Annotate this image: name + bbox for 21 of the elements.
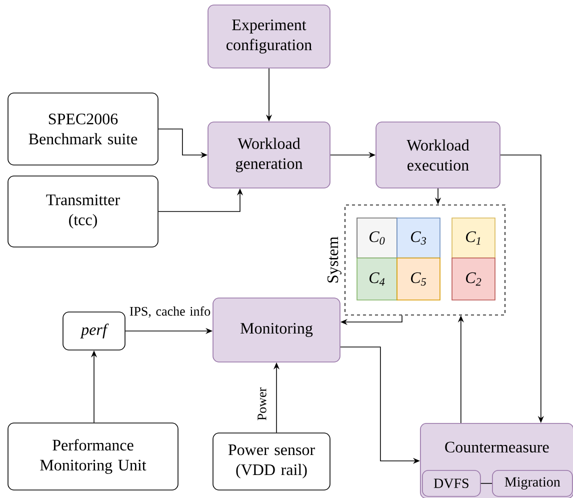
process-box: Workload generation: [208, 122, 330, 188]
edge-label: Power: [258, 388, 266, 420]
core-box: C$_{5}$: [396, 258, 440, 300]
edge-label: IPS, cache info: [130, 306, 210, 318]
process-box: Experiment configuration: [208, 4, 330, 68]
node-label: System: [327, 236, 342, 282]
option-box: DVFS: [422, 470, 481, 497]
input-box: Power sensor (VDD rail): [212, 432, 330, 490]
core-box: C$_{3}$: [396, 218, 440, 258]
input-box: Transmitter (tcc): [8, 176, 158, 248]
input-box: SPEC2006 Benchmark suite: [8, 92, 158, 166]
core-box: C$_{0}$: [356, 218, 398, 258]
core-box: C$_{4}$: [356, 258, 398, 300]
input-box: Performance Monitoring Unit: [8, 422, 178, 490]
process-box: Workload execution: [376, 122, 500, 188]
process-box: Monitoring: [212, 298, 340, 362]
option-box: Migration: [492, 470, 573, 497]
core-box: C$_{2}$: [452, 258, 496, 300]
connector-line: [480, 482, 492, 484]
tool-box: perf: [62, 312, 126, 350]
core-box: C$_{1}$: [452, 218, 496, 258]
